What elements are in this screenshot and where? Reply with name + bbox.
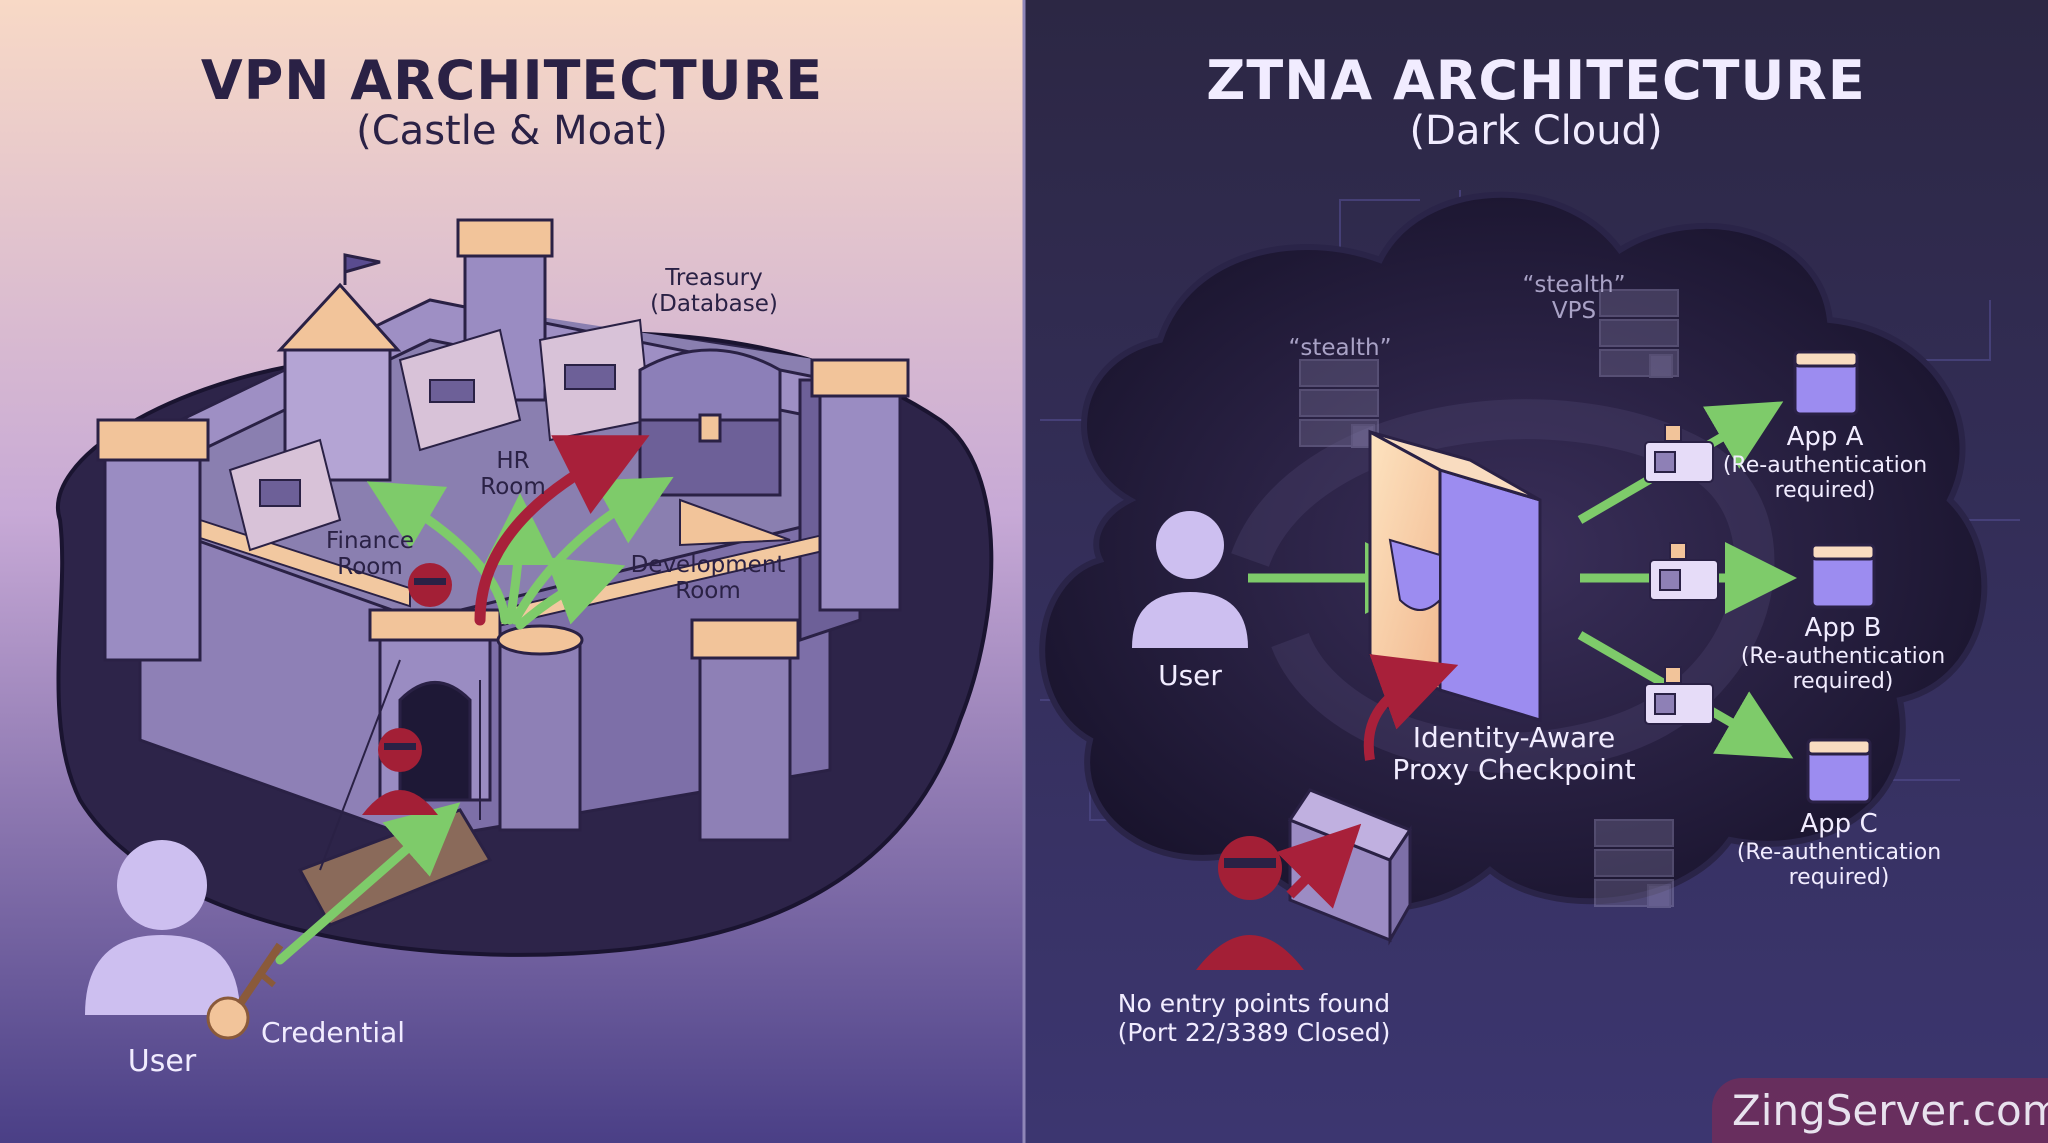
stealth-label-b-line1: “stealth” xyxy=(1522,272,1626,298)
ztna-user-icon xyxy=(1132,511,1248,648)
vpn-user-label: User xyxy=(127,1044,197,1079)
development-room-label-line2: Room xyxy=(675,578,741,605)
vpn-attacker-gate xyxy=(362,728,438,815)
vpn-access-arrows xyxy=(275,476,674,965)
credential-label: Credential xyxy=(260,1016,406,1049)
stealth-label-b-line2: VPS xyxy=(1551,298,1597,325)
vpn-title: VPN ARCHITECTURE xyxy=(200,49,824,112)
development-room-label: Development Room xyxy=(631,552,786,605)
app-c-note-line2: required) xyxy=(1788,865,1890,891)
treasury-label: Treasury (Database) xyxy=(650,265,778,318)
hr-room-label: HR Room xyxy=(480,448,546,501)
app-c-name: App C xyxy=(1800,809,1878,839)
finance-room-interior xyxy=(228,438,342,552)
app-b-window xyxy=(1810,543,1876,609)
keep-with-flag xyxy=(276,253,402,482)
ztna-attacker-icon xyxy=(1196,836,1304,970)
app-a-note-line2: required) xyxy=(1774,478,1876,504)
ztna-title: ZTNA ARCHITECTURE xyxy=(1206,49,1866,112)
proxy-label: Identity-Aware Proxy Checkpoint xyxy=(1392,721,1636,787)
id-badge-b xyxy=(1649,542,1719,601)
stealth-label-b: “stealth” VPS xyxy=(1522,272,1625,325)
app-c-window xyxy=(1806,738,1872,804)
treasury-label-line2: (Database) xyxy=(650,291,778,318)
app-b-name: App B xyxy=(1804,613,1882,643)
ztna-attacker-arrow xyxy=(1363,654,1459,761)
app-c-note-line1: (Re-authentication xyxy=(1736,839,1942,865)
stealth-server-2 xyxy=(1599,289,1679,378)
ztna-user-label: User xyxy=(1158,659,1222,692)
id-badge-a xyxy=(1644,424,1714,483)
vpn-subtitle: (Castle & Moat) xyxy=(356,108,668,154)
finance-room-label: Finance Room xyxy=(326,528,414,581)
finance-room-label-line2: Room xyxy=(337,554,403,581)
ztna-subtitle: (Dark Cloud) xyxy=(1409,108,1663,154)
vpn-attacker-inside xyxy=(408,563,452,607)
development-room-floor xyxy=(679,498,791,547)
key-icon xyxy=(206,942,284,1040)
treasury-chest xyxy=(638,348,782,497)
watermark: ZingServer.com xyxy=(1712,1078,2048,1143)
app-a-label: App A (Re-authentication required) xyxy=(1722,422,1928,504)
stealth-server-1 xyxy=(1299,359,1379,448)
development-room-label-line1: Development xyxy=(630,552,786,578)
app-a-window xyxy=(1793,350,1859,416)
app-c-label: App C (Re-authentication required) xyxy=(1736,809,1942,891)
id-badge-c xyxy=(1644,666,1714,725)
app-b-note-line1: (Re-authentication xyxy=(1740,643,1946,669)
treasury-label-line1: Treasury xyxy=(665,265,763,291)
stealth-server-3 xyxy=(1594,819,1674,908)
no-entry-label: No entry points found (Port 22/3389 Clos… xyxy=(1117,989,1391,1048)
dev-room-interior xyxy=(538,318,652,442)
tower-front-left xyxy=(96,418,210,662)
proxy-checkpoint xyxy=(1368,429,1542,723)
proxy-label-line1: Identity-Aware xyxy=(1412,721,1616,754)
hr-room-interior xyxy=(398,328,522,452)
app-a-name: App A xyxy=(1786,422,1864,452)
stealth-label-a: “stealth” xyxy=(1288,335,1392,361)
app-b-note-line2: required) xyxy=(1792,669,1894,695)
no-entry-line2: (Port 22/3389 Closed) xyxy=(1117,1017,1391,1047)
watermark-text: ZingServer.com xyxy=(1732,1086,2048,1135)
vpn-user-icon xyxy=(85,840,240,1015)
no-entry-line1: No entry points found xyxy=(1117,989,1391,1018)
proxy-label-line2: Proxy Checkpoint xyxy=(1392,753,1636,787)
tower-front-right xyxy=(690,618,800,842)
hr-room-label-line2: Room xyxy=(480,474,546,501)
tower-back-right xyxy=(810,358,910,612)
vpn-attacker-arrow xyxy=(474,435,650,626)
app-b-label: App B (Re-authentication required) xyxy=(1740,613,1946,695)
app-a-note-line1: (Re-authentication xyxy=(1722,452,1928,478)
hr-room-label-line1: HR xyxy=(496,448,530,474)
finance-room-label-line1: Finance xyxy=(326,528,414,554)
attacker-to-firewall-arrow xyxy=(1276,823,1362,909)
